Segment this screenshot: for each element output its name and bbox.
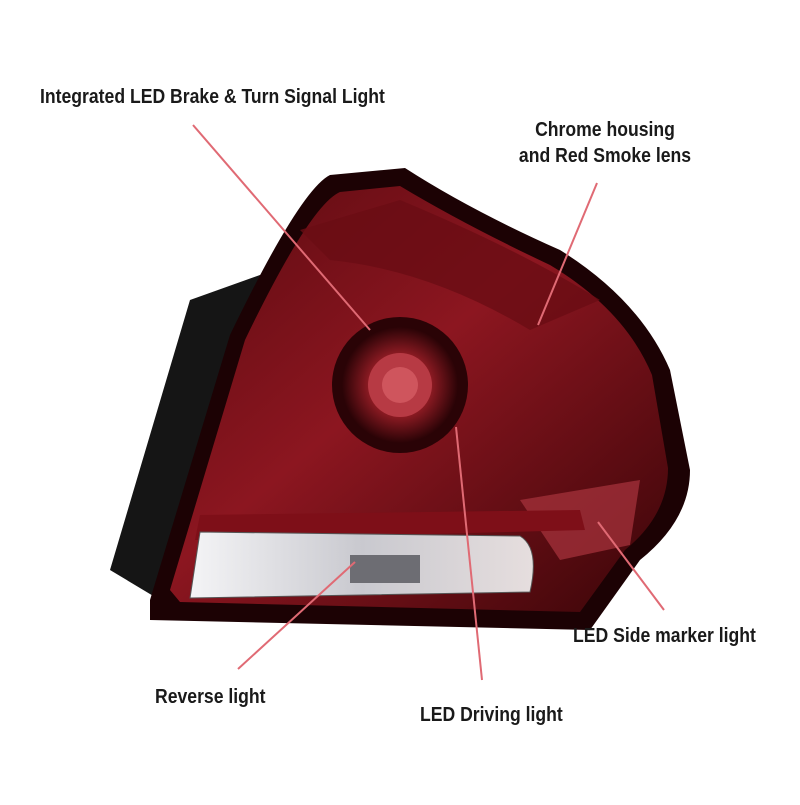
reverse-bulb: [350, 555, 420, 583]
callout-line-side: [597, 521, 665, 611]
callout-reverse-light: Reverse light: [155, 686, 266, 708]
callout-brake-turn: Integrated LED Brake & Turn Signal Light: [40, 86, 385, 108]
callout-line-reverse: [237, 561, 356, 670]
callout-driving-light: LED Driving light: [420, 704, 563, 726]
led-ring-center: [382, 367, 418, 403]
callout-line-driving: [455, 426, 483, 681]
callout-side-marker: LED Side marker light: [573, 625, 756, 647]
callout-chrome-line1: Chrome housing: [535, 119, 675, 141]
callout-line-brake: [192, 124, 371, 331]
callout-line-chrome: [537, 182, 598, 326]
smoke-band: [300, 200, 600, 330]
lower-strip: [195, 510, 585, 540]
callout-chrome-line2: and Red Smoke lens: [518, 145, 692, 167]
callout-chrome-housing: Chrome housing and Red Smoke lens: [513, 117, 698, 169]
